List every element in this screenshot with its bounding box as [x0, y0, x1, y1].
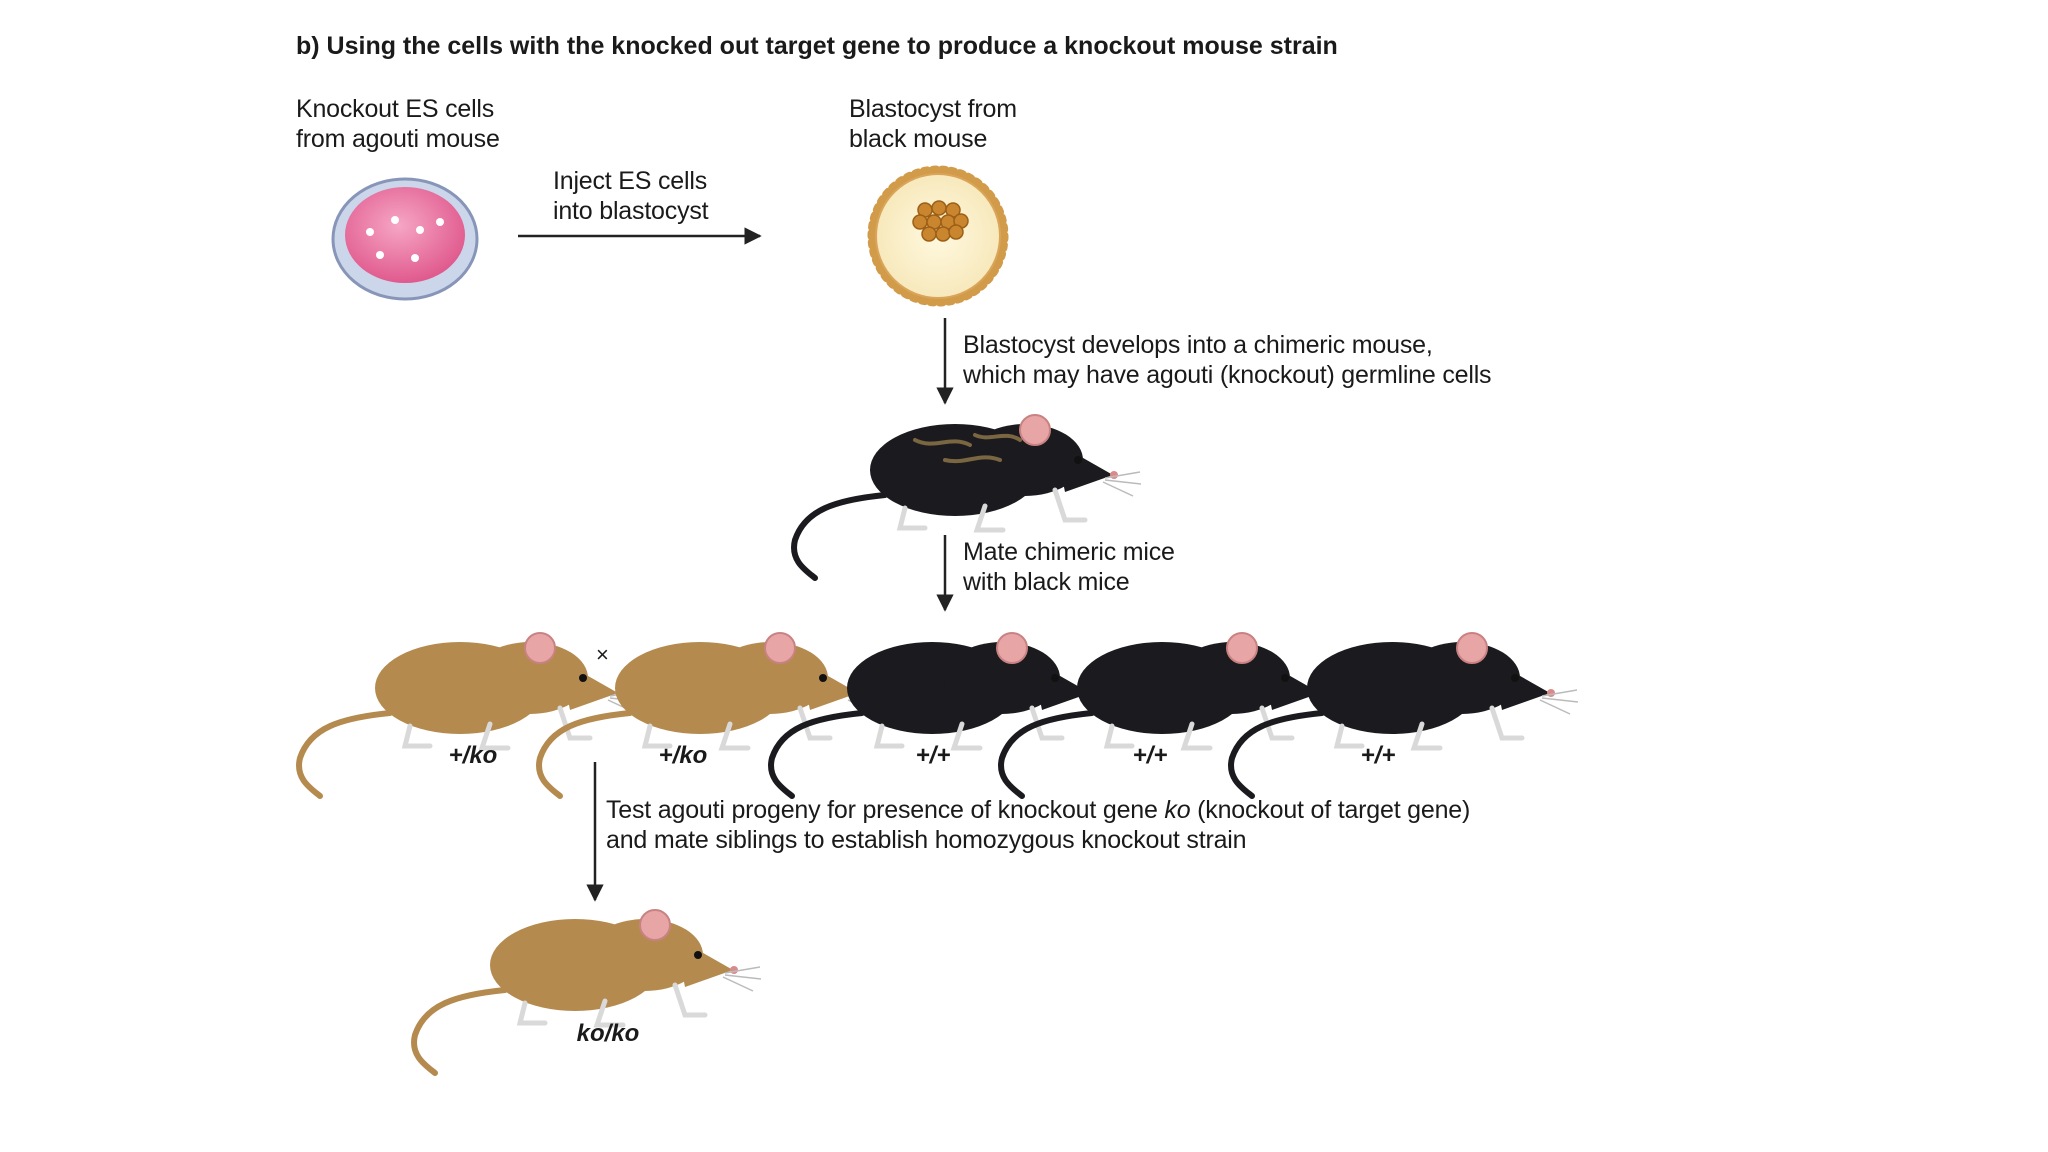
es-cells-label: Knockout ES cells from agouti mouse: [296, 94, 500, 154]
blastocyst-label: Blastocyst from black mouse: [849, 94, 1017, 154]
genotype-label-2: +/ko: [658, 742, 708, 769]
test-label-ko-italic: ko: [1164, 796, 1191, 824]
genotype-label-4: +/+: [1132, 742, 1168, 769]
es-cells-label-line2: from agouti mouse: [296, 125, 500, 153]
genotype-label-1: +/ko: [448, 742, 498, 769]
develop-label-line1: Blastocyst develops into a chimeric mous…: [963, 331, 1433, 359]
knockout-mouse-final: [414, 910, 761, 1073]
figure-title: b) Using the cells with the knocked out …: [296, 32, 1338, 60]
es-cells-label-line1: Knockout ES cells: [296, 95, 495, 123]
test-label: Test agouti progeny for presence of knoc…: [606, 795, 1470, 855]
cross-symbol: ×: [596, 642, 609, 667]
develop-label-line2: which may have agouti (knockout) germlin…: [963, 361, 1492, 389]
blastocyst-label-line1: Blastocyst from: [849, 95, 1017, 123]
inject-label-line2: into blastocyst: [553, 197, 709, 225]
genotype-label-5: +/+: [1360, 742, 1396, 769]
petri-dish-es-cells: [331, 177, 479, 301]
mate-label-line1: Mate chimeric mice: [963, 538, 1175, 566]
test-label-line1-end: (knockout of target gene): [1190, 796, 1471, 824]
develop-label: Blastocyst develops into a chimeric mous…: [963, 330, 1492, 390]
chimeric-mouse: [794, 415, 1141, 578]
test-label-line1-start: Test agouti progeny for presence of knoc…: [606, 796, 1165, 824]
genotype-label-3: +/+: [915, 742, 951, 769]
test-label-line1: Test agouti progeny for presence of knoc…: [606, 795, 1470, 825]
inject-label: Inject ES cells into blastocyst: [553, 166, 709, 226]
blastocyst: [867, 165, 1009, 307]
blastocyst-label-line2: black mouse: [849, 125, 988, 153]
progeny-mouse-5: [1231, 633, 1578, 796]
final-genotype-label: ko/ko: [576, 1020, 640, 1047]
inject-label-line1: Inject ES cells: [553, 167, 708, 195]
mate-label: Mate chimeric mice with black mice: [963, 537, 1175, 597]
test-label-line2: and mate siblings to establish homozygou…: [606, 826, 1247, 854]
mate-label-line2: with black mice: [963, 568, 1130, 596]
